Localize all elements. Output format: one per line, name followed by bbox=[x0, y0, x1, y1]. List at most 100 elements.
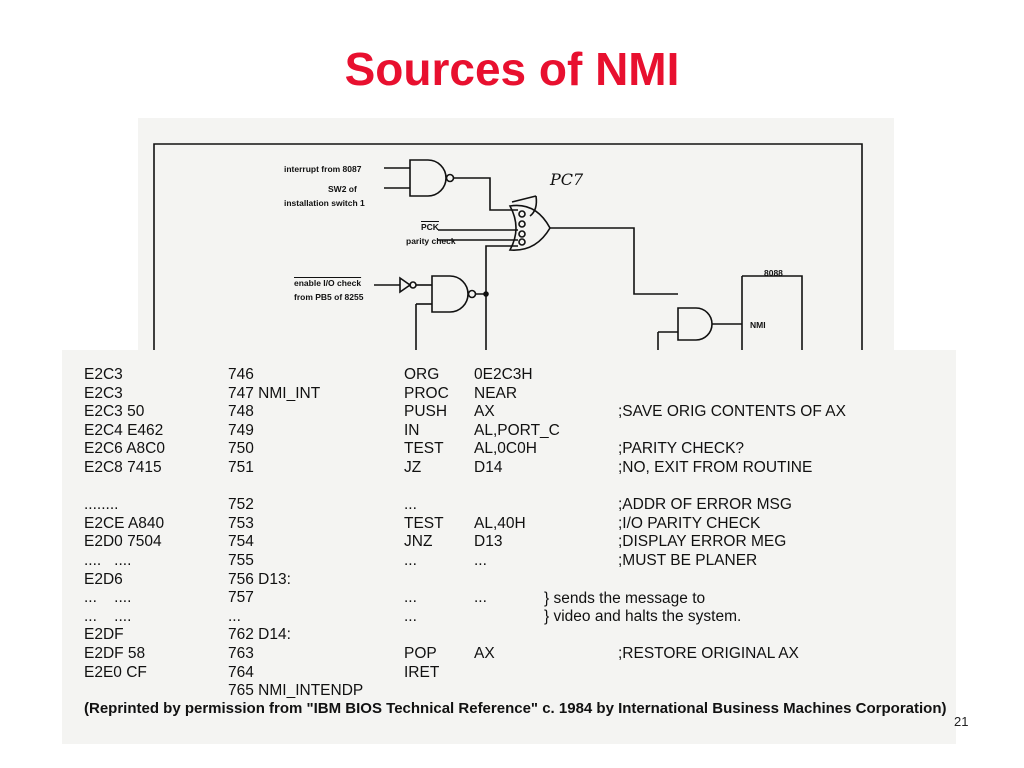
address-bytes: E2C4 E462 bbox=[84, 421, 164, 439]
address-bytes: E2DF bbox=[84, 626, 124, 644]
comment: ;NO, EXIT FROM ROUTINE bbox=[618, 459, 813, 476]
line-label: 765 NMI_INTENDP bbox=[228, 682, 364, 700]
operand: ... bbox=[474, 589, 487, 607]
line-label: 749 bbox=[228, 421, 254, 439]
operand: AX bbox=[474, 645, 495, 662]
address-bytes: E2CE A840 bbox=[84, 514, 165, 532]
operand: ... bbox=[474, 552, 487, 569]
listing-row: E2C8 7415 751 JZ D14 ;NO, EXIT FROM ROUTINE bbox=[62, 459, 956, 477]
mnemonic: ... bbox=[404, 607, 417, 625]
label-pck: PCK bbox=[421, 222, 439, 232]
line-label: 763 bbox=[228, 645, 254, 662]
listing-row: E2C4 E462 749 IN AL,PORT_C bbox=[62, 422, 956, 440]
operand: NEAR bbox=[474, 384, 518, 402]
label-8088: 8088 bbox=[764, 268, 783, 278]
mnemonic: PROC bbox=[404, 384, 449, 402]
mnemonic: IN bbox=[404, 421, 420, 439]
address-bytes: E2C8 7415 bbox=[84, 459, 162, 476]
listing-row: E2C3 746 ORG 0E2C3H bbox=[62, 366, 956, 384]
label-nmi-pin: NMI bbox=[750, 320, 766, 330]
listing-row: ... .......... bbox=[62, 608, 956, 626]
mnemonic: TEST bbox=[404, 514, 444, 532]
listing-row: E2C3 747 NMI_INT PROC NEAR bbox=[62, 385, 956, 403]
comment: ;ADDR OF ERROR MSG bbox=[618, 496, 792, 514]
listing-row: 765 NMI_INTENDP bbox=[62, 682, 956, 700]
line-label: 764 bbox=[228, 663, 254, 681]
listing-row: E2E0 CF 764 IRET bbox=[62, 664, 956, 682]
mnemonic: POP bbox=[404, 645, 437, 662]
address-bytes: ... .... bbox=[84, 607, 132, 625]
line-label: 762 D14: bbox=[228, 626, 291, 644]
listing-row: E2CE A840 753 TEST AL,40H ;I/O PARITY CHECK bbox=[62, 515, 956, 533]
address-bytes: E2DF 58 bbox=[84, 645, 146, 662]
label-parity-check: parity check bbox=[406, 236, 456, 246]
line-label: 755 bbox=[228, 552, 254, 569]
label-pc7-handwritten: PC7 bbox=[550, 170, 584, 189]
operand: AL,40H bbox=[474, 514, 526, 532]
mnemonic: ... bbox=[404, 552, 417, 569]
address-bytes: E2C3 50 bbox=[84, 403, 145, 421]
address-bytes: E2D6 bbox=[84, 570, 123, 588]
mnemonic: JZ bbox=[404, 459, 422, 476]
comment: ;RESTORE ORIGINAL AX bbox=[618, 645, 799, 662]
listing-row: E2C6 A8C0 750 TEST AL,0C0H ;PARITY CHECK? bbox=[62, 440, 956, 458]
brace-note-2: } video and halts the system. bbox=[544, 608, 742, 625]
line-label: 757 bbox=[228, 589, 254, 607]
line-label: 748 bbox=[228, 403, 254, 421]
operand: D14 bbox=[474, 459, 503, 476]
line-label: 756 D13: bbox=[228, 570, 291, 588]
listing-row: ... .... 757...... bbox=[62, 589, 956, 607]
line-label: 747 NMI_INT bbox=[228, 384, 321, 402]
label-installation-switch: installation switch 1 bbox=[284, 198, 365, 208]
mnemonic: PUSH bbox=[404, 403, 448, 421]
line-label: 751 bbox=[228, 459, 254, 476]
brace-note-1: } sends the message to bbox=[544, 590, 706, 607]
line-label: 753 bbox=[228, 514, 254, 532]
mnemonic: ORG bbox=[404, 366, 440, 383]
line-label: 754 bbox=[228, 533, 254, 551]
operand: AL,0C0H bbox=[474, 440, 537, 458]
label-from-pb5: from PB5 of 8255 bbox=[294, 292, 364, 302]
address-bytes: E2E0 CF bbox=[84, 663, 147, 681]
listing-row: E2C3 50 748 PUSH AX ;SAVE ORIG CONTENTS OF A… bbox=[62, 403, 956, 421]
label-enable-io-check: enable I/O check bbox=[294, 278, 362, 288]
mnemonic: TEST bbox=[404, 440, 444, 458]
comment: ;DISPLAY ERROR MEG bbox=[618, 533, 787, 551]
line-label: 746 bbox=[228, 366, 254, 383]
comment: ;I/O PARITY CHECK bbox=[618, 514, 761, 532]
operand: AL,PORT_C bbox=[474, 421, 560, 439]
comment: ;PARITY CHECK? bbox=[618, 440, 745, 458]
mnemonic: IRET bbox=[404, 663, 440, 681]
comment: ;MUST BE PLANER bbox=[618, 552, 758, 569]
mnemonic: ... bbox=[404, 589, 417, 607]
listing-row: .... .... 755...... ;MUST BE PLANER bbox=[62, 552, 956, 570]
listing-row bbox=[62, 478, 956, 496]
label-interrupt-8087: interrupt from 8087 bbox=[284, 164, 362, 174]
operand: AX bbox=[474, 403, 495, 421]
mnemonic: ... bbox=[404, 496, 417, 514]
line-label: ... bbox=[228, 607, 241, 625]
listing-row: ........ 752... ;ADDR OF ERROR MSG bbox=[62, 496, 956, 514]
address-bytes: .... .... bbox=[84, 552, 132, 569]
line-label: 752 bbox=[228, 496, 254, 514]
mnemonic: JNZ bbox=[404, 533, 433, 551]
listing-row: E2D0 7504 754 JNZ D13 ;DISPLAY ERROR MEG bbox=[62, 533, 956, 551]
listing-row: E2DF 58 763 POP AX ;RESTORE ORIGINAL AX bbox=[62, 645, 956, 663]
address-bytes: E2C3 bbox=[84, 384, 123, 402]
circuit-schematic bbox=[153, 143, 863, 354]
address-bytes: ........ bbox=[84, 496, 119, 514]
operand: 0E2C3H bbox=[474, 366, 533, 383]
address-bytes: ... .... bbox=[84, 589, 132, 607]
slide-title: Sources of NMI bbox=[344, 43, 680, 95]
comment: ;SAVE ORIG CONTENTS OF AX bbox=[618, 403, 846, 421]
operand: D13 bbox=[474, 533, 503, 551]
listing-row: E2D6 756 D13: bbox=[62, 571, 956, 589]
address-bytes: E2C3 bbox=[84, 366, 123, 383]
address-bytes: E2D0 7504 bbox=[84, 533, 162, 551]
line-label: 750 bbox=[228, 440, 254, 458]
address-bytes: E2C6 A8C0 bbox=[84, 440, 165, 458]
page-number: 21 bbox=[954, 714, 969, 729]
label-sw2: SW2 of bbox=[328, 184, 357, 194]
reprint-credit: (Reprinted by permission from "IBM BIOS … bbox=[84, 700, 947, 717]
